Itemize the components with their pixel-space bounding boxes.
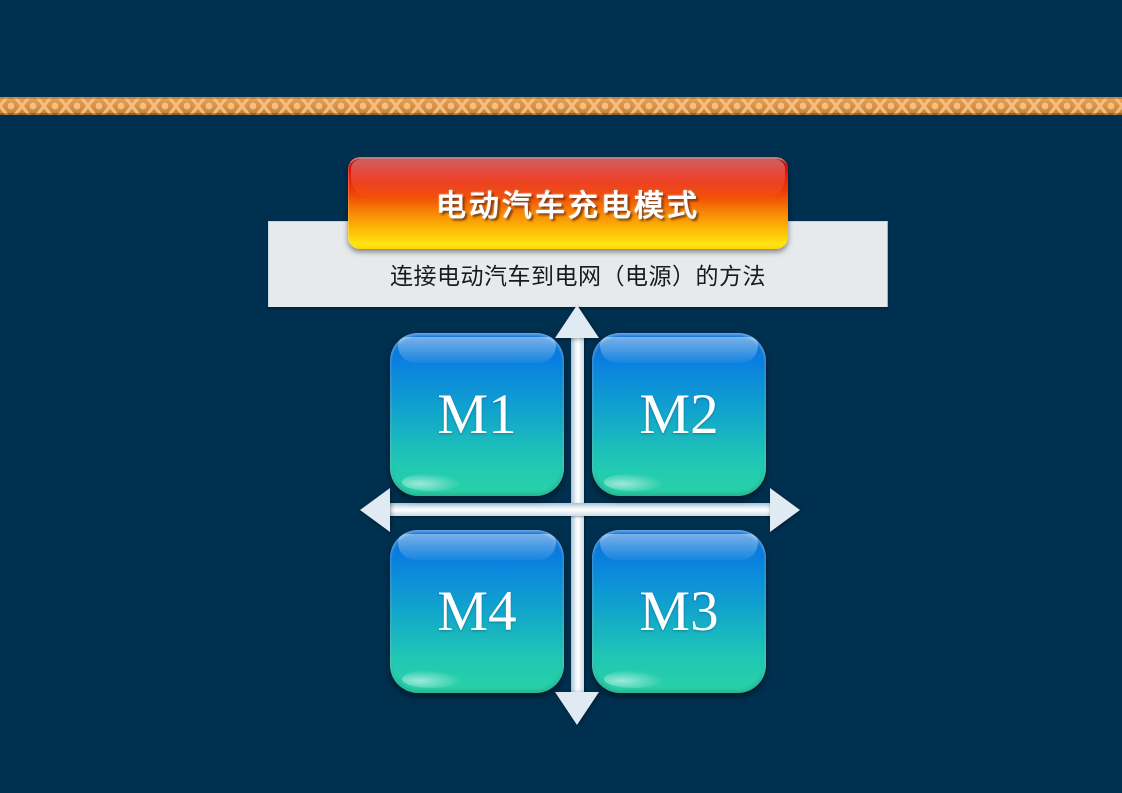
horizontal-axis-shaft (380, 503, 780, 516)
box-gloss-overlay (600, 337, 758, 363)
vertical-axis-shaft (571, 335, 584, 705)
quadrant-label-m4: M4 (437, 580, 517, 643)
page-title: 电动汽车充电模式 (436, 189, 700, 224)
chain-pattern-icon (0, 97, 1122, 115)
quadrant-label-m1: M1 (437, 383, 517, 446)
arrow-down-icon (555, 692, 599, 725)
quadrant-diagram: M1 M2 M4 M3 (360, 305, 800, 725)
quadrant-box-m4[interactable]: M4 (390, 530, 564, 693)
ornamental-divider-band (0, 97, 1122, 115)
quadrant-box-m3[interactable]: M3 (592, 530, 766, 693)
arrow-left-icon (360, 488, 390, 532)
arrow-right-icon (770, 488, 800, 532)
subtitle-text: 连接电动汽车到电网（电源）的方法 (390, 264, 766, 289)
box-bottom-glow (402, 670, 462, 688)
title-banner: 电动汽车充电模式 (348, 157, 788, 249)
quadrant-box-m1[interactable]: M1 (390, 333, 564, 496)
arrow-up-icon (555, 305, 599, 338)
quadrant-label-m2: M2 (639, 383, 719, 446)
quadrant-label-m3: M3 (639, 580, 719, 643)
box-gloss-overlay (600, 534, 758, 560)
box-gloss-overlay (398, 534, 556, 560)
band-top-shade (0, 97, 1122, 99)
box-bottom-glow (402, 473, 462, 491)
band-bottom-shade (0, 113, 1122, 115)
box-bottom-glow (604, 473, 664, 491)
box-bottom-glow (604, 670, 664, 688)
quadrant-box-m2[interactable]: M2 (592, 333, 766, 496)
box-gloss-overlay (398, 337, 556, 363)
